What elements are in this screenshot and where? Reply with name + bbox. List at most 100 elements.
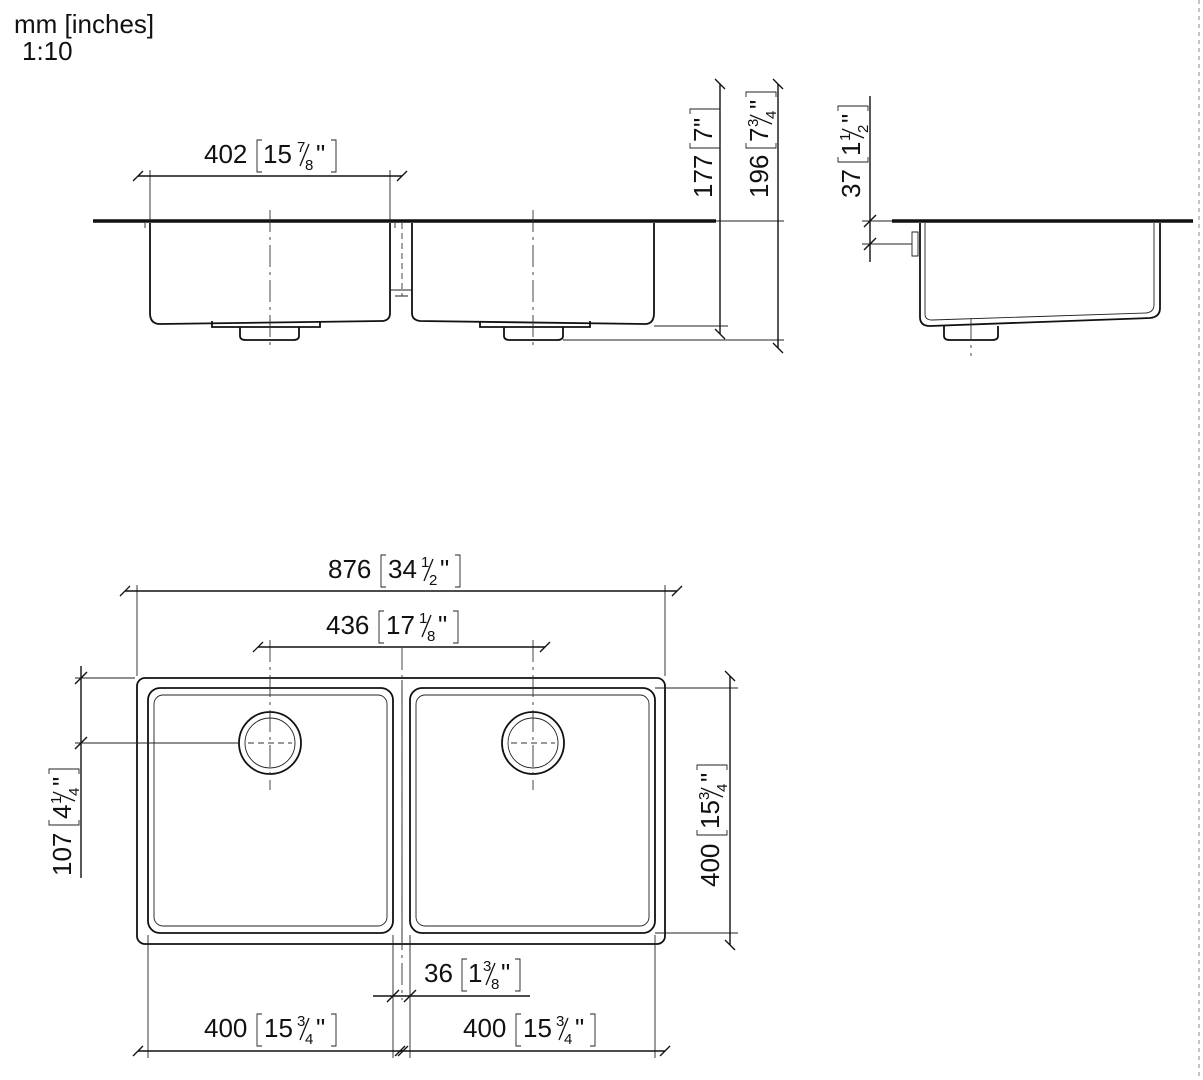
right-bowl-outline (409, 687, 656, 934)
dim-in-num: 3 (696, 792, 713, 800)
side-elevation-view: 37 1 1 2 " (836, 96, 1193, 356)
dim-in-num: 1 (419, 610, 427, 627)
left-bowl-inner (153, 694, 388, 927)
right-drain-plate (479, 321, 591, 328)
left-bowl-profile (149, 223, 391, 325)
dim-in-whole: 17 (386, 610, 415, 640)
dim-in-whole: 7 (744, 128, 774, 142)
dim-in-whole: 15 (523, 1013, 552, 1043)
bracket (380, 554, 461, 588)
dim-inch-mark: " (501, 958, 510, 988)
dim-label-overall-width: 876 34 1 2 " (328, 554, 461, 589)
bracket (378, 610, 459, 644)
dim-label-bowl-right: 400 15 3 4 " (463, 1013, 596, 1048)
dim-in-den: 8 (427, 628, 435, 645)
side-overflow (911, 231, 919, 257)
bracket (515, 1013, 596, 1047)
dim-label-bowl-left: 400 15 3 4 " (204, 1013, 337, 1048)
fraction-slash (299, 1017, 310, 1041)
dim-label-bowl-width-top: 402 15 7 8 " (204, 139, 337, 174)
dim-inch-mark: " (47, 777, 77, 786)
right-drain-body (503, 327, 564, 341)
dim-in-den: 4 (305, 1031, 313, 1048)
fraction-slash (700, 787, 724, 798)
dim-in-whole: 34 (388, 554, 417, 584)
dim-label-divider-width: 36 1 3 8 " (424, 958, 521, 993)
dim-label-height-total: 196 7 3 4 " (744, 91, 780, 198)
fraction-slash (485, 962, 496, 986)
left-bowl-flange (144, 223, 396, 228)
dim-mm: 400 (695, 844, 725, 887)
dim-inch-mark: " (575, 1013, 584, 1043)
dim-in-num: 3 (556, 1013, 564, 1030)
tick (863, 237, 877, 251)
tick (74, 736, 88, 750)
dim-in-num: 1 (421, 554, 429, 571)
dim-label-bowl-depth: 400 15 3 4 " (695, 764, 731, 887)
dim-in-num: 3 (483, 958, 491, 975)
front-elevation-view: 402 15 7 8 " 177 7 " 196 7 3 4 " (93, 78, 784, 354)
dim-in-whole: 15 (264, 1013, 293, 1043)
dim-in-den: 4 (763, 111, 780, 119)
dim-in-whole: 4 (47, 805, 77, 819)
dim-inch-mark: " (440, 554, 449, 584)
bracket (461, 958, 521, 992)
scale-label: 1:10 (22, 36, 73, 66)
dim-in-whole: 15 (263, 139, 292, 169)
bracket (745, 91, 777, 149)
tick (403, 989, 417, 1003)
bracket (696, 764, 728, 836)
dim-inch-mark: " (438, 610, 447, 640)
dim-label-rim-offset: 37 1 1 2 " (836, 105, 872, 198)
dim-in-num: 7 (297, 139, 305, 156)
left-drain-body (239, 327, 300, 341)
dim-inch-mark: " (695, 773, 725, 782)
dim-in-whole: 7 (688, 128, 718, 142)
dim-mm: 177 (688, 155, 718, 198)
dim-in-den: 8 (305, 157, 313, 174)
dim-mm: 402 (204, 139, 247, 169)
dim-mm: 876 (328, 554, 371, 584)
dim-mm: 36 (424, 958, 453, 988)
dim-in-whole: 1 (468, 958, 482, 988)
dim-mm: 37 (836, 169, 866, 198)
tick (863, 214, 877, 228)
fraction-slash (558, 1017, 569, 1041)
dim-label-drain-offset: 107 4 1 4 " (47, 768, 83, 876)
fraction-slash (423, 558, 434, 582)
dim-in-whole: 15 (695, 800, 725, 829)
dim-in-den: 4 (66, 788, 83, 796)
dim-in-den: 8 (491, 976, 499, 993)
divider-bridge (390, 289, 412, 297)
left-bowl-outline (147, 687, 394, 934)
left-drain-plate (211, 321, 321, 328)
dim-mm: 400 (204, 1013, 247, 1043)
dim-inch-mark: " (316, 139, 325, 169)
dim-mm: 196 (744, 155, 774, 198)
dim-inch-mark: " (316, 1013, 325, 1043)
bracket (256, 139, 337, 173)
dim-mm: 107 (47, 833, 77, 876)
dim-inch-mark: " (836, 114, 866, 123)
dim-label-height-inner: 177 7 " (688, 108, 721, 198)
dim-in-den: 2 (429, 572, 437, 589)
tick (74, 671, 88, 685)
fraction-slash (421, 614, 432, 638)
dim-in-num: 1 (837, 133, 854, 141)
bracket (48, 768, 80, 826)
bracket (689, 108, 721, 149)
side-bowl-inner (924, 223, 1155, 321)
dim-in-den: 4 (564, 1031, 572, 1048)
dim-in-whole: 1 (836, 142, 866, 156)
dim-in-den: 2 (855, 125, 872, 133)
bracket (837, 105, 869, 163)
tick (386, 989, 400, 1003)
dim-mm: 400 (463, 1013, 506, 1043)
fraction-slash (52, 791, 76, 802)
fraction-slash (299, 143, 310, 167)
dim-inch-mark: " (688, 118, 718, 127)
bracket (256, 1013, 337, 1047)
dim-in-num: 1 (48, 796, 65, 804)
right-bowl-profile (411, 223, 655, 325)
